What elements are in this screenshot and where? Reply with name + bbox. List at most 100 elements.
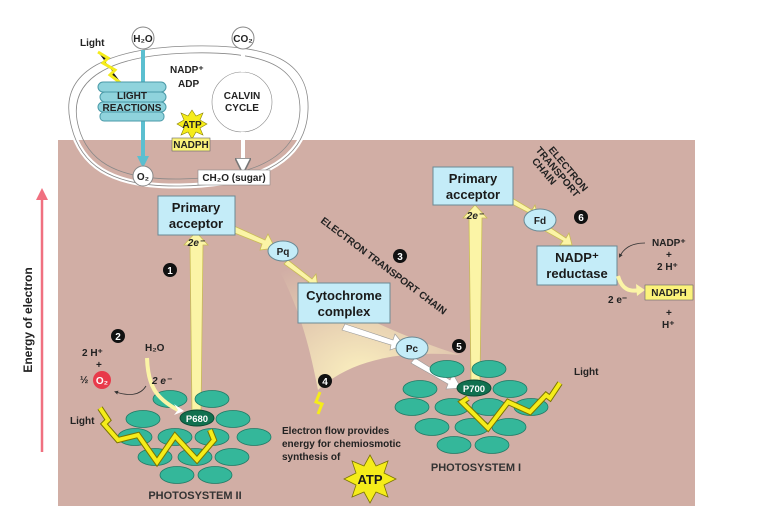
svg-text:REACTIONS: REACTIONS — [103, 103, 162, 114]
adp-label: ADP — [178, 79, 199, 90]
oxygen-release-arrow — [114, 385, 147, 395]
step-6: 6 — [574, 210, 588, 224]
p680-excitation-arrow — [183, 231, 209, 416]
p680-center: P680 — [179, 409, 215, 427]
ps2-2e-label: 2e⁻ — [187, 238, 206, 249]
water-2e-label: 2 e⁻ — [151, 376, 173, 387]
flow-text-2: energy for chemiosmotic — [282, 439, 401, 450]
nadph-box — [644, 284, 694, 301]
pigment-molecule — [215, 410, 251, 428]
svg-text:Primary: Primary — [172, 200, 221, 215]
axis-label: Energy of electron — [21, 267, 35, 372]
primary-acceptor-ps2: Primary acceptor — [157, 195, 236, 236]
water-label: H₂O — [145, 343, 165, 354]
svg-text:P680: P680 — [186, 414, 208, 425]
thylakoid-stack: LIGHT REACTIONS — [97, 81, 167, 122]
h2o-circle — [131, 26, 155, 50]
pigment-molecule — [159, 466, 195, 484]
step-3: 3 — [393, 249, 407, 263]
acceptor-to-pq-arrow — [231, 225, 276, 251]
p700-center: P700 — [456, 379, 492, 397]
svg-text:NADPH: NADPH — [173, 140, 209, 151]
protons-label: 2 H⁺ — [82, 348, 103, 359]
primary-acceptor-ps1: Primary acceptor — [432, 166, 514, 206]
step-2: 2 — [111, 329, 125, 343]
pigment-molecule — [194, 390, 230, 408]
o2-circle — [132, 165, 154, 187]
pigment-molecule — [471, 360, 507, 378]
cytochrome-complex: Cytochrome complex — [297, 282, 391, 324]
atp-label: ATP — [182, 120, 202, 131]
svg-text:Primary: Primary — [449, 171, 498, 186]
nadp-input-label: NADP⁺ — [652, 238, 686, 249]
oxygen-circle — [93, 371, 111, 389]
plus-sign: + — [666, 308, 672, 319]
nadp-input-arrow — [619, 242, 646, 258]
pigment-molecule — [414, 418, 450, 436]
h2o-label: H₂O — [133, 34, 153, 45]
svg-text:6: 6 — [578, 213, 584, 224]
svg-text:3: 3 — [397, 252, 403, 263]
protons-input-label: 2 H⁺ — [657, 262, 678, 273]
nadph-box — [171, 137, 211, 152]
svg-text:4: 4 — [322, 377, 328, 388]
svg-text:P700: P700 — [463, 384, 485, 395]
pigment-molecule — [492, 380, 528, 398]
oxygen-label: O₂ — [96, 376, 108, 387]
pigment-molecule — [125, 410, 161, 428]
svg-text:Cytochrome: Cytochrome — [306, 288, 382, 303]
pc-carrier: Pc — [395, 336, 429, 360]
pigment-molecule — [474, 436, 510, 454]
sugar-box — [197, 169, 271, 186]
nadp-label: NADP⁺ — [170, 65, 204, 76]
svg-text:Pq: Pq — [277, 247, 290, 258]
p700-excitation-arrow — [462, 204, 488, 383]
svg-text:NADP⁺: NADP⁺ — [555, 250, 599, 265]
chloroplast-overview: Light H₂O CO₂ LIGHT REACTIONS NADP⁺ ADP … — [66, 26, 311, 189]
svg-text:CH₂O (sugar): CH₂O (sugar) — [202, 173, 265, 184]
arrow-up-icon — [36, 188, 48, 200]
nadp-reductase: NADP⁺ reductase — [536, 245, 618, 286]
calvin-label: CALVIN — [224, 91, 260, 102]
photosystem-i-title: PHOTOSYSTEM I — [431, 462, 521, 474]
photosystem-ii-title: PHOTOSYSTEM II — [148, 490, 241, 502]
half-label: ½ — [80, 375, 88, 386]
atp-label: ATP — [357, 472, 382, 487]
pigment-molecule — [394, 398, 430, 416]
svg-text:5: 5 — [456, 342, 462, 353]
reductase-2e-label: 2 e⁻ — [608, 295, 627, 306]
light-label: Light — [80, 38, 105, 49]
svg-text:Fd: Fd — [534, 216, 546, 227]
flow-text-1: Electron flow provides — [282, 426, 390, 437]
svg-text:1: 1 — [167, 266, 173, 277]
atp-starburst-icon — [343, 454, 397, 504]
step-5: 5 — [452, 339, 466, 353]
co2-circle — [231, 26, 255, 50]
svg-text:acceptor: acceptor — [446, 187, 500, 202]
electron-flow-bolt-icon — [314, 391, 324, 415]
pq-carrier: Pq — [267, 240, 299, 262]
nadph-output-arrow — [636, 284, 645, 296]
pigment-molecule — [436, 436, 472, 454]
pigment-molecule — [402, 380, 438, 398]
pigment-molecule — [236, 428, 272, 446]
svg-text:complex: complex — [318, 304, 372, 319]
ps2-light-bolt-icon — [98, 406, 217, 466]
ps1-light-bolt-icon — [458, 381, 562, 432]
svg-text:CYCLE: CYCLE — [225, 103, 259, 114]
step-1: 1 — [163, 263, 177, 277]
o2-label: O₂ — [137, 172, 149, 183]
ps1-light-label: Light — [574, 367, 599, 378]
flow-text-3: synthesis of — [282, 452, 341, 463]
svg-text:Pc: Pc — [406, 344, 419, 355]
step-4: 4 — [318, 374, 332, 388]
nadph-label: NADPH — [651, 288, 687, 299]
svg-text:LIGHT: LIGHT — [117, 91, 147, 102]
fd-to-reductase-arrow — [544, 225, 573, 246]
ps1-2e-label: 2e⁻ — [466, 211, 485, 222]
pigment-molecule — [429, 360, 465, 378]
light-bolt-icon — [97, 50, 123, 86]
pigment-molecule — [214, 448, 250, 466]
svg-text:2: 2 — [115, 332, 121, 343]
